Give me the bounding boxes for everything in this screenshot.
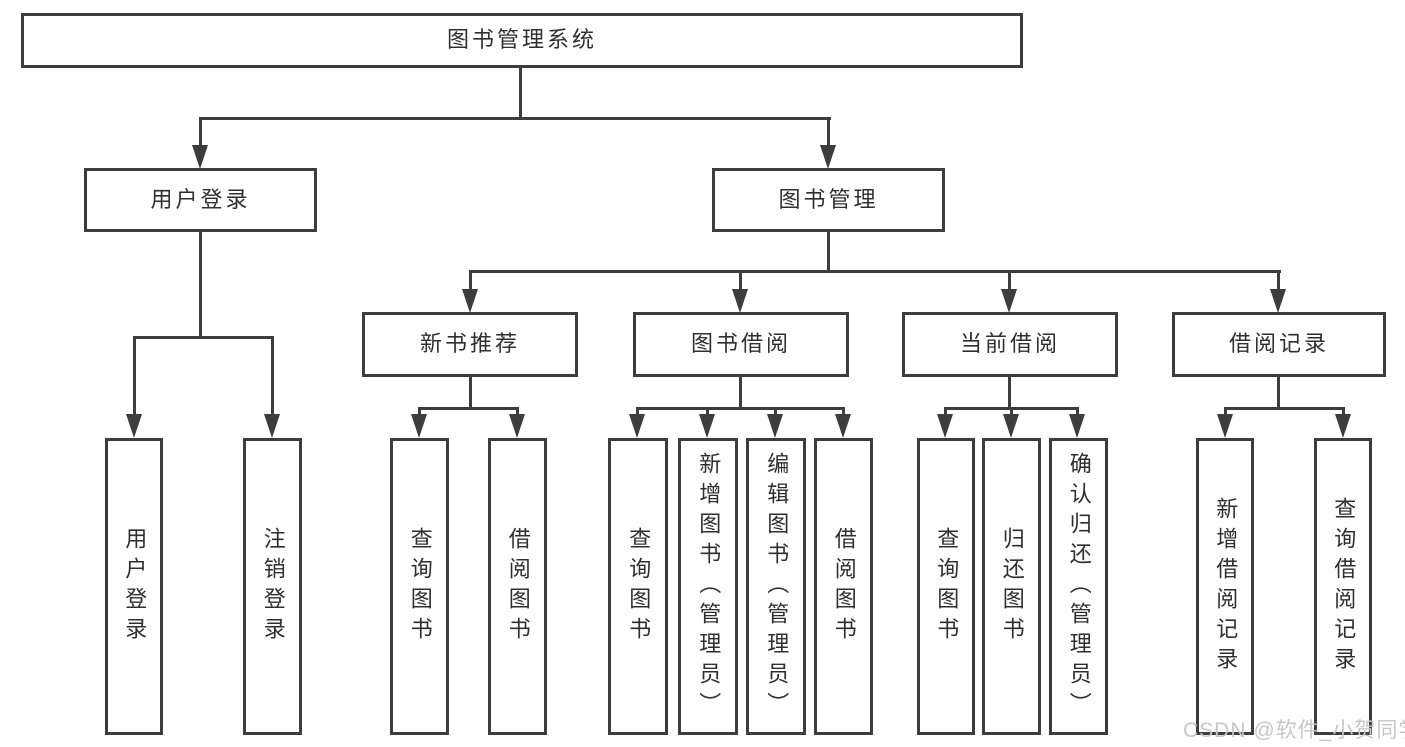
leaf-borrow-books-label: 借阅图书 [831, 526, 857, 647]
leaf-query-borrow-record-label: 查询借阅记录 [1331, 496, 1357, 677]
arrowhead-add-borrow-record [1217, 414, 1233, 438]
leaf-borrow-books-recommend: 借阅图书 [488, 438, 547, 735]
connector-stem-query-borrow-record [1342, 407, 1345, 418]
connector-borrow-records-drop [1277, 377, 1280, 410]
leaf-query-books-current-label: 查询图书 [934, 526, 960, 647]
leaf-return-books: 归还图书 [982, 438, 1041, 735]
arrowhead-confirm-return-admin [1069, 414, 1085, 438]
connector-stem-borrow-books-recommend [516, 407, 519, 418]
node-root-system: 图书管理系统 [21, 13, 1023, 68]
node-user-login: 用户登录 [84, 168, 317, 232]
connector-book-borrowing-drop [739, 377, 742, 410]
arrowhead-edit-books-admin [767, 414, 783, 438]
connector-new-book-recommend-bar [418, 407, 519, 410]
leaf-return-books-label: 归还图书 [999, 526, 1025, 647]
connector-stem-book-management [827, 117, 830, 148]
connector-stem-leaf-user-login [133, 336, 136, 418]
arrowhead-book-borrowing [732, 289, 748, 313]
connector-stem-query-books-current [944, 407, 947, 418]
leaf-logout-label: 注销登录 [260, 526, 286, 647]
connector-stem-confirm-return-admin [1076, 407, 1079, 418]
arrowhead-borrow-books-recommend [509, 414, 525, 438]
leaf-user-login: 用户登录 [105, 438, 163, 735]
node-new-book-recommend: 新书推荐 [362, 312, 578, 377]
node-new-book-recommend-label: 新书推荐 [419, 331, 520, 357]
node-book-borrowing: 图书借阅 [633, 312, 849, 377]
node-borrow-records: 借阅记录 [1172, 312, 1386, 377]
csdn-watermark: CSDN @软件_小贺同学 [1183, 719, 1405, 742]
arrowhead-current-borrowing [1001, 289, 1017, 313]
arrowhead-borrow-books [835, 414, 851, 438]
leaf-add-books-admin-label: 新增图书（管理员） [696, 451, 722, 722]
arrowhead-new-book-recommend [462, 289, 478, 313]
node-borrow-records-label: 借阅记录 [1228, 331, 1329, 357]
leaf-query-books-current: 查询图书 [917, 438, 975, 735]
arrowhead-query-books-current [937, 414, 953, 438]
leaf-borrow-books-recommend-label: 借阅图书 [505, 526, 531, 647]
arrowhead-query-books-recommend [411, 414, 427, 438]
leaf-edit-books-admin-label: 编辑图书（管理员） [764, 451, 790, 722]
leaf-query-books-recommend-label: 查询图书 [407, 526, 433, 647]
connector-root-bar [199, 117, 831, 120]
connector-stem-borrow-books [842, 407, 845, 418]
node-current-borrowing: 当前借阅 [902, 312, 1118, 377]
leaf-logout: 注销登录 [243, 438, 302, 735]
connector-stem-add-books-admin [706, 407, 709, 418]
leaf-user-login-label: 用户登录 [122, 526, 148, 647]
leaf-borrow-books: 借阅图书 [814, 438, 873, 735]
connector-stem-book-borrowing [739, 270, 742, 292]
connector-stem-add-borrow-record [1224, 407, 1227, 418]
connector-stem-query-books-recommend [418, 407, 421, 418]
arrowhead-book-management [820, 145, 836, 169]
connector-book-management-bar [469, 270, 1281, 273]
node-book-management-label: 图书管理 [778, 186, 879, 212]
connector-user-login-drop [199, 232, 202, 339]
arrowhead-query-books-borrowing [629, 414, 645, 438]
arrowhead-leaf-user-login [126, 414, 142, 438]
node-book-borrowing-label: 图书借阅 [690, 331, 791, 357]
leaf-query-books-borrowing-label: 查询图书 [626, 526, 652, 647]
leaf-confirm-return-admin: 确认归还（管理员） [1049, 438, 1108, 735]
connector-current-borrowing-drop [1008, 377, 1011, 410]
arrowhead-add-books-admin [699, 414, 715, 438]
leaf-add-books-admin: 新增图书（管理员） [678, 438, 738, 735]
node-current-borrowing-label: 当前借阅 [959, 331, 1060, 357]
node-user-login-label: 用户登录 [150, 186, 251, 212]
leaf-edit-books-admin: 编辑图书（管理员） [746, 438, 806, 735]
leaf-add-borrow-record: 新增借阅记录 [1196, 438, 1254, 735]
node-root-system-label: 图书管理系统 [446, 27, 597, 53]
connector-book-management-drop [827, 232, 830, 273]
connector-stem-edit-books-admin [774, 407, 777, 418]
leaf-query-books-borrowing: 查询图书 [608, 438, 668, 735]
leaf-query-books-recommend: 查询图书 [390, 438, 449, 735]
connector-new-book-recommend-drop [469, 377, 472, 410]
arrowhead-query-borrow-record [1335, 414, 1351, 438]
arrowhead-return-books [1003, 414, 1019, 438]
connector-stem-current-borrowing [1008, 270, 1011, 292]
leaf-add-borrow-record-label: 新增借阅记录 [1213, 496, 1239, 677]
node-book-management: 图书管理 [712, 168, 945, 232]
connector-stem-query-books-borrowing [636, 407, 639, 418]
connector-user-login-bar [133, 336, 274, 339]
connector-stem-new-book-recommend [469, 270, 472, 292]
connector-borrow-records-bar [1224, 407, 1345, 410]
connector-root-drop [519, 68, 522, 119]
leaf-confirm-return-admin-label: 确认归还（管理员） [1066, 451, 1092, 722]
arrowhead-borrow-records [1270, 289, 1286, 313]
connector-stem-return-books [1010, 407, 1013, 418]
connector-stem-leaf-logout [271, 336, 274, 418]
connector-stem-user-login [199, 117, 202, 148]
connector-book-borrowing-bar [636, 407, 845, 410]
arrowhead-user-login [192, 145, 208, 169]
leaf-query-borrow-record: 查询借阅记录 [1314, 438, 1372, 735]
connector-stem-borrow-records [1277, 270, 1280, 292]
arrowhead-leaf-logout [264, 414, 280, 438]
